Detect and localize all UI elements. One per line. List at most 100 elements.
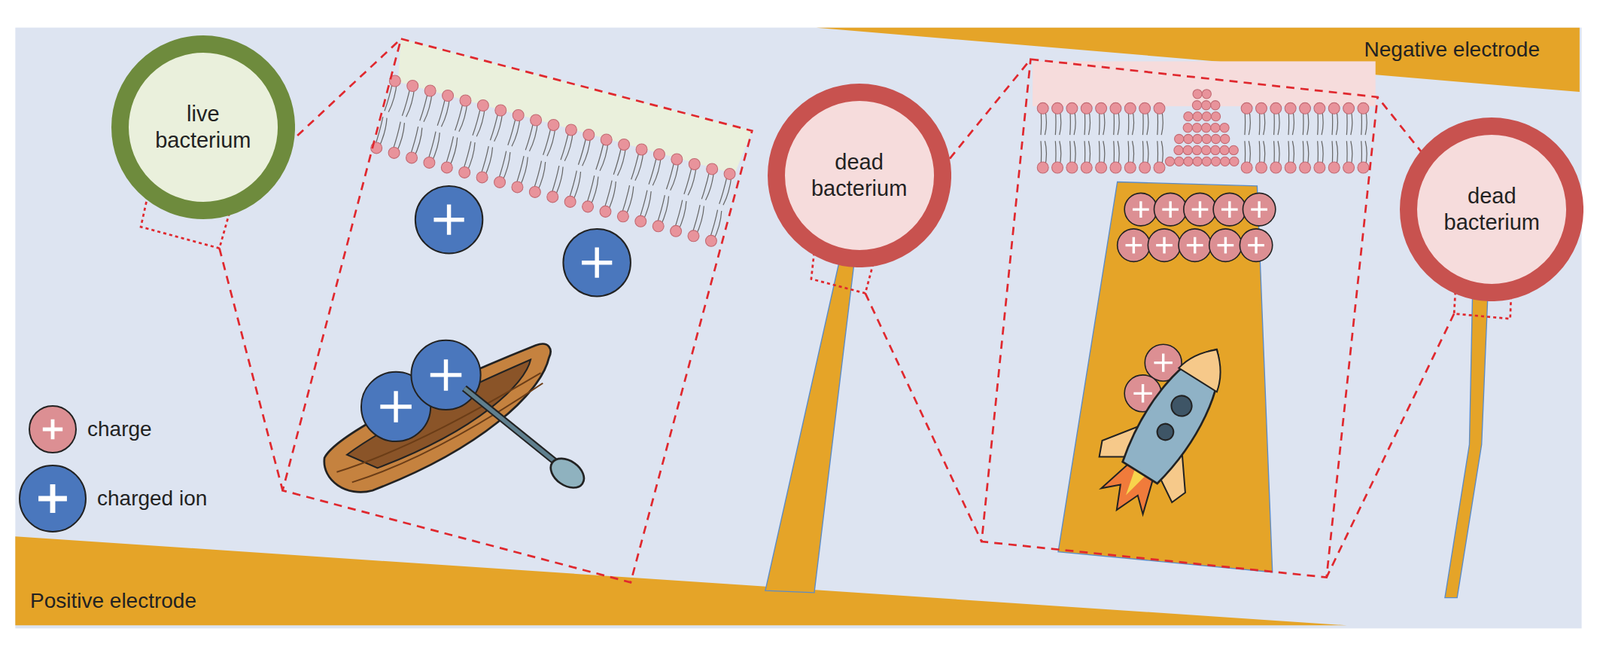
- lipid-head: [424, 85, 436, 97]
- lipid-head: [547, 119, 560, 131]
- lipid-head: [617, 210, 629, 223]
- lipid-head: [600, 133, 612, 146]
- lipid-head: [1328, 102, 1340, 114]
- lipid-head: [1219, 122, 1229, 132]
- lipid-head: [1357, 161, 1369, 174]
- boat: [324, 340, 590, 494]
- drawing-stroke: [1125, 237, 1143, 254]
- lipid-head: [477, 100, 489, 112]
- electrode-label: Negative electrode: [1364, 37, 1540, 62]
- text-block: live bacterium: [155, 101, 251, 155]
- zoom-panel: [282, 39, 753, 583]
- lipid-head: [1153, 102, 1166, 114]
- solution-ground: [15, 27, 1582, 629]
- lipid-head: [530, 114, 542, 126]
- drawing-stroke: [1186, 237, 1204, 254]
- charge-symbol: [1239, 228, 1272, 262]
- charge-symbol: [1178, 228, 1211, 262]
- lipid-head: [564, 195, 576, 207]
- legend-item: charge: [28, 404, 153, 454]
- lipid-head: [1066, 161, 1078, 174]
- charge-symbol: [1147, 228, 1181, 262]
- drawing-stroke: [581, 247, 612, 278]
- lipid-head: [495, 104, 507, 116]
- drawing-stroke: [433, 204, 464, 235]
- charge-symbol: [1242, 192, 1275, 226]
- zoom-leaders: [140, 39, 1512, 578]
- lipid-head: [459, 166, 471, 178]
- drawing-stroke: [1247, 237, 1265, 254]
- lipid-head: [1080, 102, 1093, 114]
- lipid-head: [1110, 161, 1122, 174]
- node-label: dead bacterium: [1444, 182, 1540, 236]
- legend-item: charged ion: [18, 464, 207, 533]
- lipid-head: [406, 152, 418, 164]
- lipid-head: [511, 181, 524, 193]
- lipid-head: [1343, 102, 1355, 114]
- lipid-head: [1241, 102, 1253, 114]
- lipid-head: [1139, 161, 1151, 174]
- lipid-head: [1052, 161, 1064, 174]
- drawing-stroke: [1192, 200, 1209, 218]
- lipid-head: [1299, 161, 1312, 174]
- drawing-stroke: [1217, 237, 1235, 254]
- drawing-stroke: [1153, 352, 1172, 372]
- lipid-head: [1241, 161, 1253, 174]
- lipid-head: [1080, 161, 1093, 174]
- lipid-head: [423, 156, 435, 168]
- plus-stroke: [38, 483, 67, 513]
- text-block: dead bacterium: [811, 149, 907, 202]
- lipid-head: [723, 167, 736, 180]
- electrode-label: Positive electrode: [30, 588, 197, 613]
- charge-symbol: [1117, 228, 1150, 262]
- lipid-head: [1314, 161, 1326, 174]
- drawing-stroke: [1250, 200, 1268, 218]
- circle-outline: [767, 83, 952, 268]
- lipid-head: [1201, 156, 1211, 166]
- ion-plus: [380, 204, 612, 423]
- lipid-head: [1037, 102, 1049, 114]
- cell-wall: [1408, 125, 1576, 293]
- node-label: live bacterium: [155, 101, 251, 155]
- circle-outline: [111, 35, 296, 220]
- lipid-head: [1192, 112, 1202, 122]
- cell-wall: [775, 92, 943, 259]
- lipid-head: [1124, 102, 1136, 114]
- lipid-head: [670, 225, 682, 237]
- electrode-spike: [1444, 295, 1488, 597]
- lipid-head: [1270, 161, 1282, 174]
- lipid-head: [1153, 161, 1166, 174]
- lipid-head: [1201, 145, 1211, 155]
- lipid-head: [1220, 133, 1230, 143]
- lipid-head: [565, 124, 577, 136]
- plus-sign: [30, 406, 76, 452]
- lipid-head: [1192, 156, 1202, 166]
- lipid-head: [1174, 133, 1184, 143]
- lipid-head: [407, 80, 419, 92]
- lipid-head: [1299, 102, 1312, 114]
- rocket: [1075, 323, 1259, 536]
- lipid-head: [1314, 102, 1326, 114]
- lipid-head: [1110, 102, 1122, 114]
- lipid-head: [1192, 100, 1202, 110]
- lipid-head: [706, 163, 718, 175]
- lipid-head: [1174, 145, 1184, 155]
- lipid-head: [1183, 122, 1193, 132]
- plus-stroke: [42, 419, 63, 439]
- charge-symbol: [1153, 192, 1187, 226]
- lipid-head: [388, 146, 400, 159]
- lipid-head: [1201, 122, 1211, 132]
- drawing-stroke: [1133, 383, 1152, 402]
- legend-text: charged ion: [97, 486, 207, 511]
- lipid-head: [547, 191, 559, 203]
- lipid-head: [1066, 102, 1078, 114]
- bacterium-circle: dead bacterium: [767, 83, 952, 268]
- bacterium-circle: live bacterium: [111, 35, 296, 220]
- lipid-head: [1210, 133, 1220, 143]
- lipid-head: [1201, 89, 1211, 99]
- lipid-head: [1052, 102, 1064, 114]
- lipid-head: [494, 176, 506, 188]
- charge-symbol: [1124, 192, 1157, 226]
- lipid-head: [1165, 156, 1175, 166]
- lipid-head: [1284, 161, 1296, 174]
